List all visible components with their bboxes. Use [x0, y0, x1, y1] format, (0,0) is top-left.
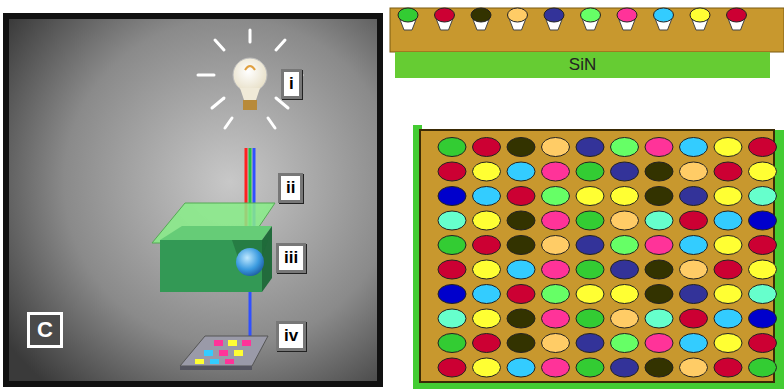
sample-block	[160, 226, 272, 292]
label-text: C	[37, 317, 53, 343]
gold-array	[420, 130, 774, 382]
droplet	[236, 248, 264, 276]
label-text: iii	[284, 248, 298, 268]
detector-chip	[180, 336, 268, 370]
label-text: ii	[286, 178, 295, 198]
label-text: SiN	[569, 55, 596, 75]
label-text: i	[289, 74, 294, 94]
light-bulb	[233, 58, 267, 110]
callout-label: iv	[276, 321, 306, 351]
substrate-band: SiN	[395, 52, 770, 78]
callout-label: ii	[278, 173, 303, 203]
label-text: iv	[284, 326, 298, 346]
panel-frame	[3, 13, 383, 387]
light-rays	[198, 30, 302, 128]
filter-plate	[152, 203, 275, 243]
gold-layer	[390, 8, 784, 52]
substrate	[413, 125, 784, 389]
callout-label: i	[281, 69, 302, 99]
cross-section-dots	[398, 8, 747, 30]
panel-letter: C	[27, 312, 63, 348]
array-dots	[438, 138, 777, 378]
panel-ground	[9, 19, 377, 381]
callout-label: iii	[276, 243, 306, 273]
